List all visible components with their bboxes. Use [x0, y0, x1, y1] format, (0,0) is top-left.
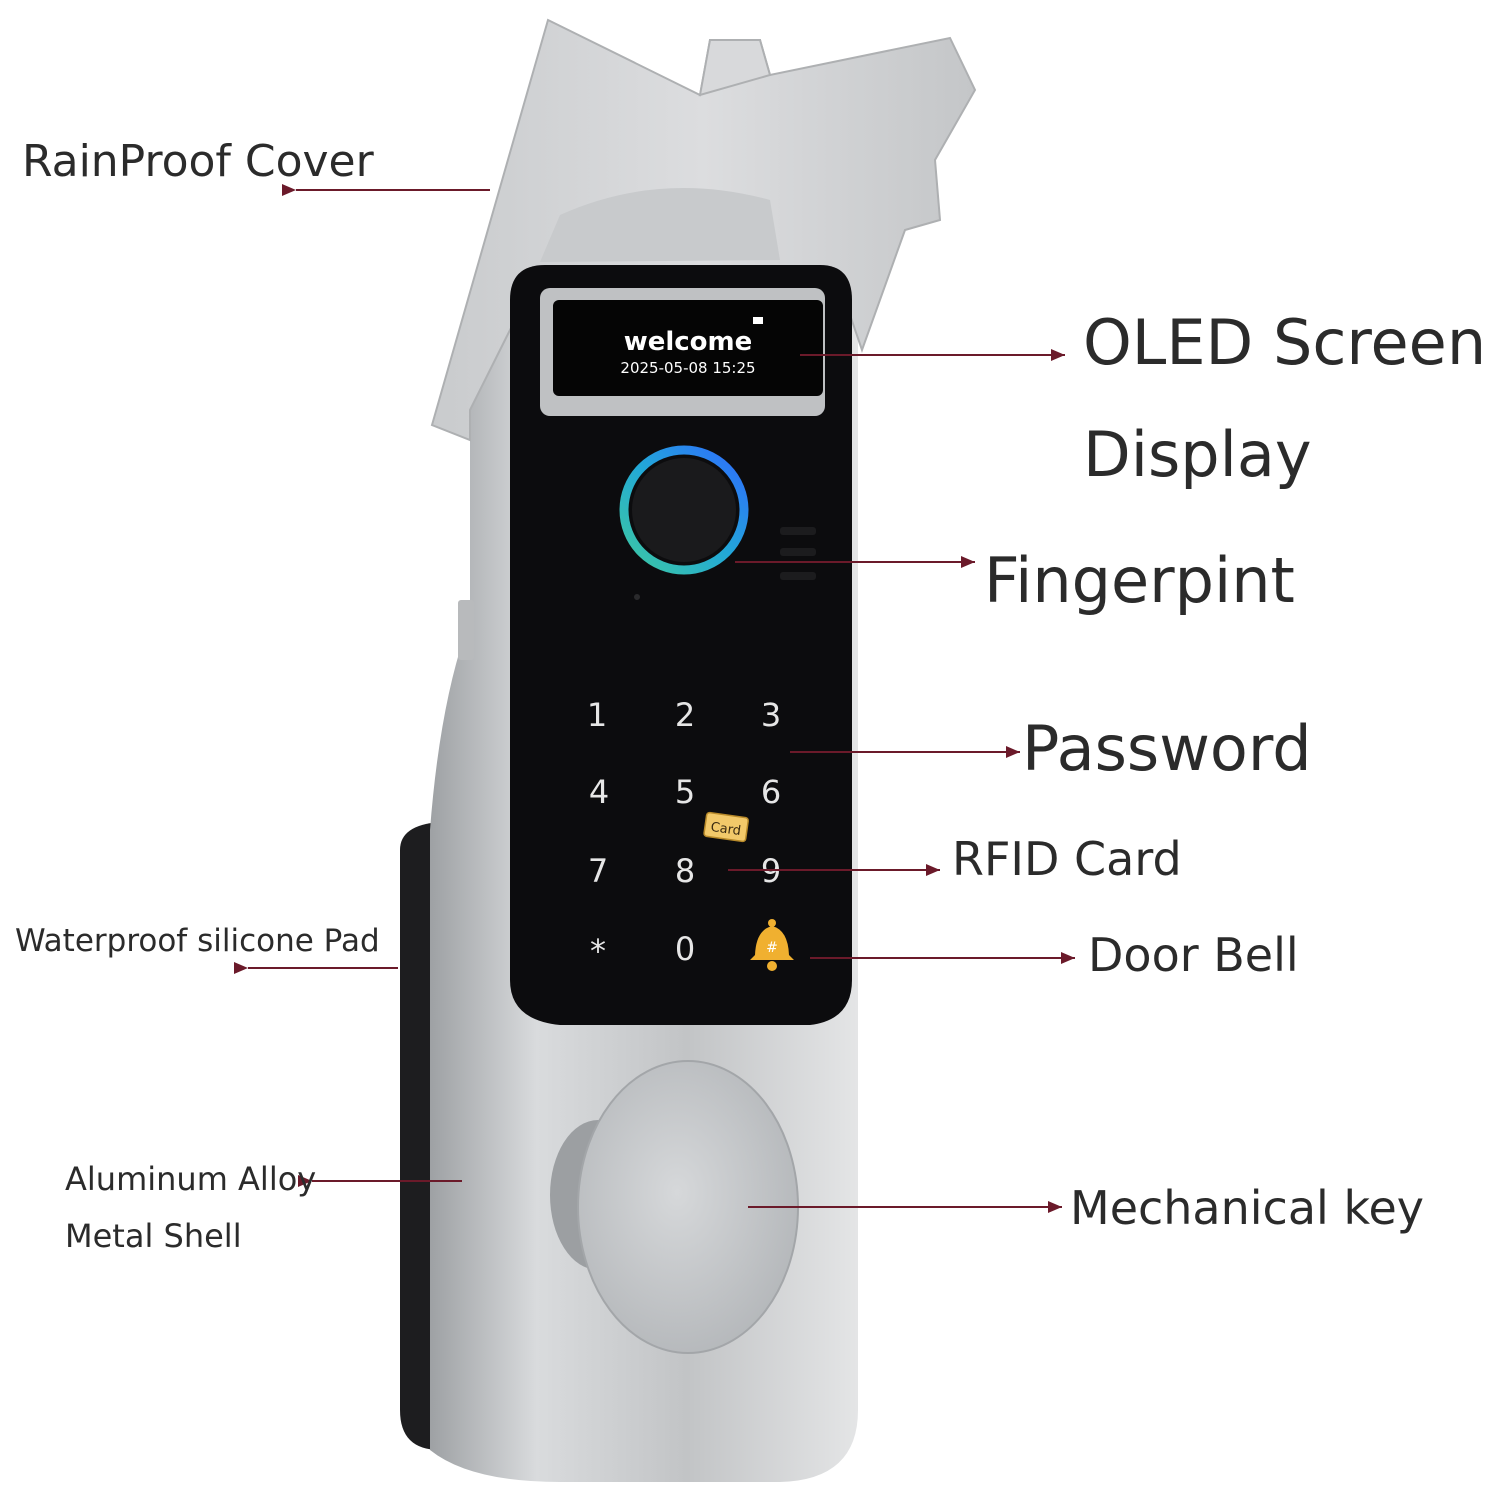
- label-silicone-pad: Waterproof silicone Pad: [15, 923, 380, 959]
- front-panel: [510, 265, 852, 1025]
- speaker-grille: [780, 527, 816, 535]
- key-7: 7: [588, 852, 608, 890]
- bell-icon: #: [750, 919, 794, 971]
- key-4: 4: [589, 773, 609, 811]
- label-rainproof-cover: RainProof Cover: [22, 136, 374, 187]
- key-5: 5: [675, 773, 695, 811]
- side-button: [458, 600, 474, 660]
- fingerprint-ring: [619, 445, 749, 575]
- svg-text:#: #: [766, 940, 778, 956]
- key-star: *: [590, 932, 606, 970]
- label-display: Display: [1083, 418, 1312, 491]
- key-6: 6: [761, 773, 781, 811]
- key-8: 8: [675, 852, 695, 890]
- label-fingerprint: Fingerpint: [984, 544, 1295, 617]
- screen-greeting: welcome: [624, 327, 753, 357]
- label-aluminum-alloy: Aluminum Alloy: [65, 1160, 317, 1198]
- label-password: Password: [1022, 712, 1312, 785]
- label-door-bell: Door Bell: [1088, 928, 1299, 982]
- key-1: 1: [587, 696, 607, 734]
- label-metal-shell: Metal Shell: [65, 1217, 242, 1255]
- battery-icon: [753, 317, 763, 324]
- rfid-card-icon: Card: [703, 811, 749, 843]
- key-2: 2: [675, 696, 695, 734]
- screen-datetime: 2025-05-08 15:25: [620, 359, 755, 377]
- label-mechanical-key: Mechanical key: [1070, 1181, 1424, 1235]
- svg-text:Card: Card: [710, 820, 742, 839]
- label-oled-screen: OLED Screen: [1083, 306, 1487, 379]
- fingerprint-sensor: [632, 458, 736, 562]
- label-rfid-card: RFID Card: [952, 832, 1182, 886]
- key-0: 0: [675, 930, 695, 968]
- key-3: 3: [761, 696, 781, 734]
